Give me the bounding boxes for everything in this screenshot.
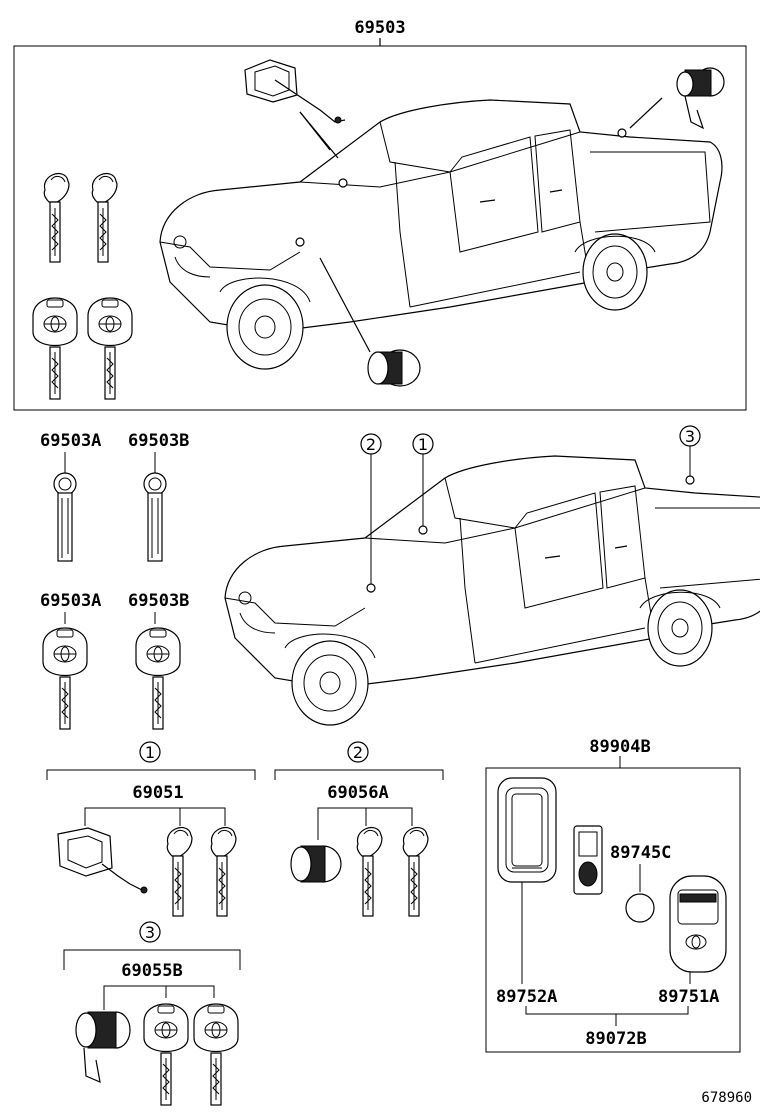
assembly-69503: 69503 — [13, 18, 747, 411]
key-case-89752a — [497, 777, 557, 883]
callout-1-marker: 1 — [412, 433, 434, 535]
callout-3-marker: 3 — [679, 425, 701, 485]
set-3-callout: 3 — [145, 923, 155, 942]
blade-key-top-1 — [43, 172, 70, 263]
transponder-key-top-1 — [32, 297, 78, 400]
remote-key-b — [135, 627, 181, 730]
callout-3-text: 3 — [685, 427, 695, 446]
blade-key-top-2 — [91, 172, 118, 263]
assembly-frame — [13, 45, 747, 411]
ignition-cylinder-top — [367, 349, 421, 387]
ring-key-a — [53, 472, 77, 562]
transponder-key-top-2 — [87, 297, 133, 400]
blade-key-set2-2 — [402, 826, 429, 917]
tailgate-lock-cylinder-top — [676, 67, 725, 130]
door-lock-cylinder-top — [244, 59, 346, 124]
callout-1-text: 1 — [418, 435, 428, 454]
truck-illustration-top — [159, 99, 723, 370]
part-label-89745c: 89745C — [610, 843, 671, 863]
set-3-69055b: 3 69055B — [63, 921, 241, 1106]
part-label-89904b: 89904B — [589, 737, 650, 757]
part-label-69055b: 69055B — [121, 961, 182, 981]
part-label-69503a-remote: 69503A — [40, 591, 101, 611]
set-1-69051: 1 69051 — [46, 741, 256, 917]
key-legend: 69503A 69503B 69503A 69503B — [40, 431, 189, 730]
part-label-89072b: 89072B — [585, 1029, 646, 1049]
blade-key-set1-1 — [166, 826, 193, 917]
transponder-key-set3-1 — [143, 1003, 189, 1106]
tailgate-lock-cylinder-set3 — [75, 1011, 131, 1083]
blade-key-set1-2 — [210, 826, 237, 917]
battery-clip — [573, 825, 603, 895]
set-2-callout: 2 — [353, 743, 363, 762]
door-lock-cylinder-set1 — [57, 827, 148, 894]
battery-coin — [625, 893, 655, 923]
smart-key-frame — [485, 767, 741, 1053]
ignition-cylinder-set2 — [290, 845, 342, 883]
blade-key-set2-1 — [356, 826, 383, 917]
part-label-69503a-blade: 69503A — [40, 431, 101, 451]
part-label-69503b-blade: 69503B — [128, 431, 189, 451]
set-2-69056a: 2 69056A — [274, 741, 444, 917]
part-label-89752a: 89752A — [496, 987, 557, 1007]
set-1-callout: 1 — [145, 743, 155, 762]
part-label-69051: 69051 — [132, 783, 183, 803]
remote-key-a — [42, 627, 88, 730]
part-label-89751a: 89751A — [658, 987, 719, 1007]
callout-2-marker: 2 — [360, 433, 382, 593]
part-label-69503b-remote: 69503B — [128, 591, 189, 611]
callout-2-text: 2 — [366, 435, 376, 454]
diagram-id: 678960 — [701, 1090, 752, 1106]
part-label-69503: 69503 — [354, 18, 405, 38]
smart-key-body-89751a — [669, 875, 727, 973]
smart-key-set-89904b: 89904B 89745C 89752A 89751A 89 — [485, 737, 741, 1053]
locator-truck: 2 1 3 — [224, 425, 760, 726]
ring-key-b — [143, 472, 167, 562]
part-label-69056a: 69056A — [327, 783, 388, 803]
transponder-key-set3-2 — [193, 1003, 239, 1106]
